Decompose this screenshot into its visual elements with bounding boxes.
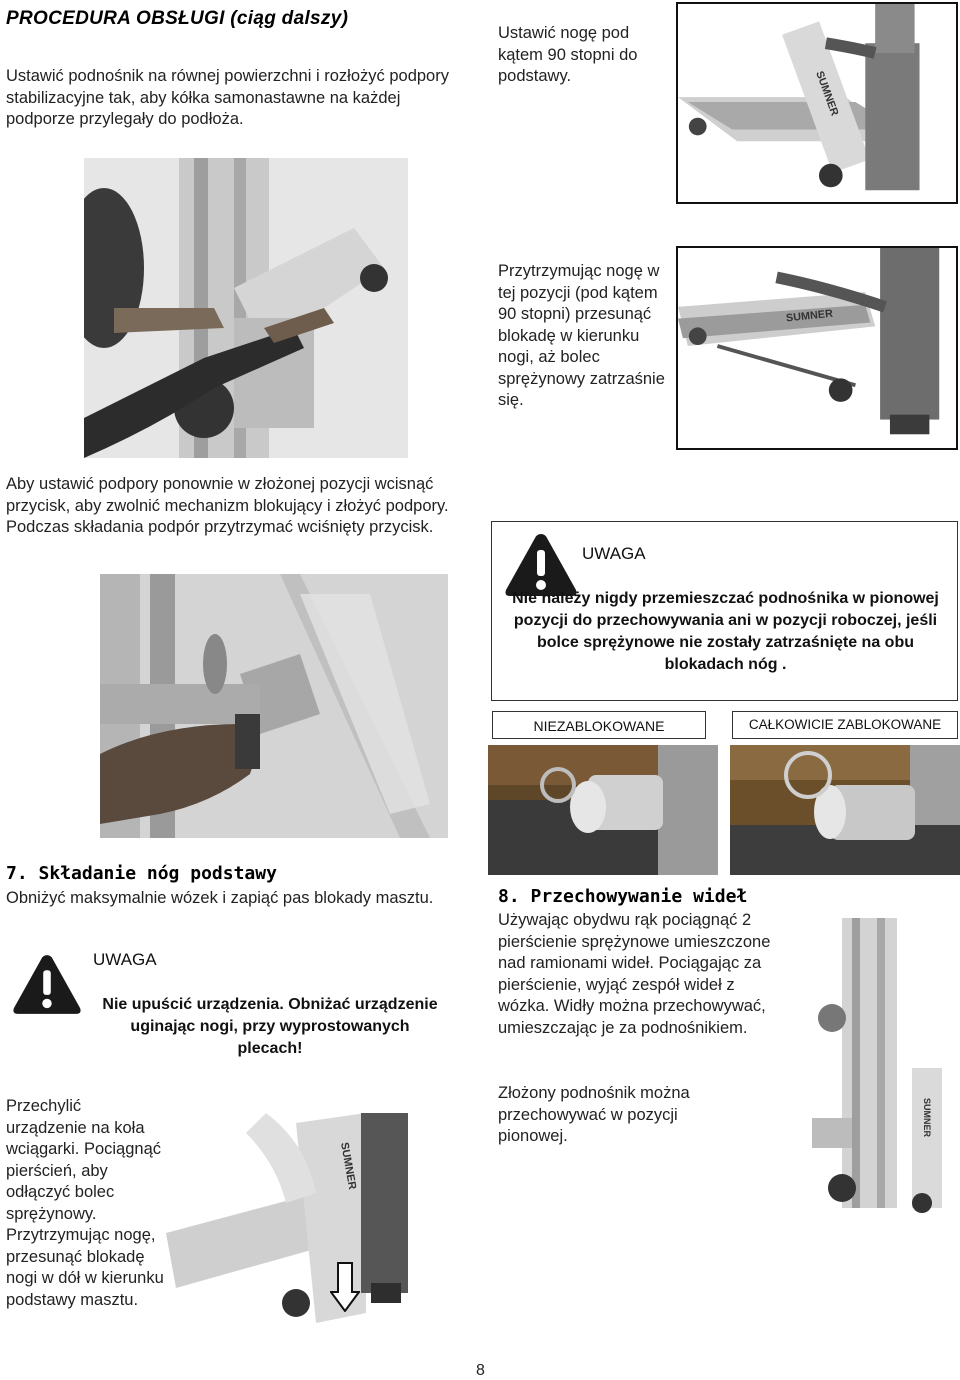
warning-box-moving: UWAGA Nie należy nigdy przemieszczać pod…: [491, 521, 958, 701]
photo-fold-button: [100, 574, 448, 838]
photo-spring-pin: SUMNER: [676, 246, 958, 450]
photo-lock-slide: [84, 158, 408, 458]
step-hold-leg-text: Przytrzymując nogę w tej pozycji (pod ką…: [498, 262, 665, 409]
down-arrow-icon: [330, 1262, 360, 1312]
svg-text:SUMNER: SUMNER: [785, 308, 833, 325]
step-fold-text: Aby ustawić podpory ponownie w złożonej …: [6, 475, 449, 536]
section-7-warning-text: Nie upuścić urządzenia. Obniżać urządzen…: [102, 996, 438, 1057]
page-number: 8: [476, 1362, 485, 1379]
warning-title: UWAGA: [582, 544, 646, 563]
section-7-tilt-text: Przechylić urządzenie na koła wciągarki.…: [6, 1097, 164, 1309]
section-8-stored-text: Złożony podnośnik można przechowywać w p…: [498, 1084, 690, 1145]
photo-tilt-lift: SUMNER: [166, 1113, 408, 1325]
section-7-heading: 7. Składanie nóg podstawy: [6, 863, 277, 884]
section-8-text: Używając obydwu rąk pociągnąć 2 pierście…: [498, 911, 771, 1037]
section-7-text: Obniżyć maksymalnie wózek i zapiąć pas b…: [6, 889, 434, 907]
label-unlocked: NIEZABLOKOWANE: [492, 711, 706, 739]
section-7-warning-title: UWAGA: [93, 950, 157, 969]
intro-text: Ustawić podnośnik na równej powierzchni …: [6, 67, 449, 128]
photo-unlocked-pin: [488, 745, 718, 875]
photo-leg-90: SUMNER: [676, 2, 958, 204]
label-locked: CAŁKOWICIE ZABLOKOWANE: [732, 711, 958, 739]
warning-triangle-icon: [505, 534, 577, 596]
page-title: PROCEDURA OBSŁUGI (ciąg dalszy): [6, 8, 349, 29]
section-8-heading: 8. Przechowywanie wideł: [498, 886, 748, 907]
photo-locked-pin: [730, 745, 960, 875]
step-leg-90-text: Ustawić nogę pod kątem 90 stopni do pods…: [498, 24, 638, 85]
warning-text: Nie należy nigdy przemieszczać podnośnik…: [512, 590, 939, 673]
photo-stored-lift: SUMNER: [812, 918, 958, 1218]
svg-text:SUMNER: SUMNER: [922, 1098, 932, 1138]
warning-triangle-icon: [13, 955, 81, 1014]
